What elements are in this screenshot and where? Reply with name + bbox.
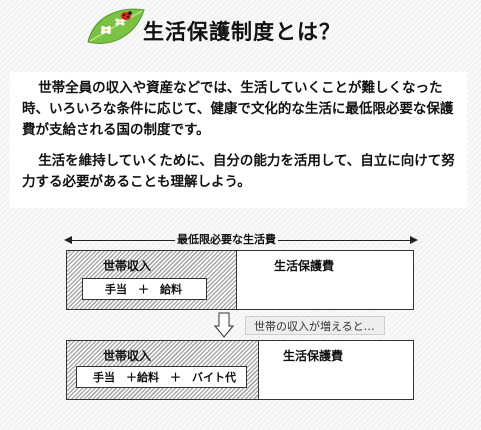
welfare-label-after: 生活保護費 (283, 349, 344, 363)
span-arrow-left-head (64, 236, 72, 244)
explanation-paragraph-1: 世帯全員の収入や資産などでは、生活していくことが難しくなった時、いろいろな条件に… (22, 80, 454, 138)
welfare-label-before: 生活保護費 (274, 259, 335, 273)
household-income-bar-before: 世帯収入 手当 ＋ 給料 (66, 250, 237, 310)
span-arrow-right-head (410, 236, 418, 244)
income-items-before: 手当 ＋ 給料 (105, 283, 182, 296)
explanation-paragraph-2: 生活を維持していくために、自分の能力を活用して、自立に向けて努力する必要があるこ… (22, 153, 455, 190)
income-items-box-before: 手当 ＋ 給料 (82, 278, 207, 300)
page-title: 生活保護制度とは？ (143, 20, 341, 44)
explanation-panel: 世帯全員の収入や資産などでは、生活していくことが難しくなった時、いろいろな条件に… (10, 72, 467, 208)
income-items-box-after: 手当 ＋給料 ＋ バイト代 (76, 366, 247, 388)
household-income-label-after: 世帯収入 (103, 349, 152, 363)
welfare-bar-before: 生活保護費 (236, 250, 414, 310)
welfare-bar-after: 生活保護費 (258, 340, 414, 400)
leaf-ladybug-icon (87, 8, 145, 44)
down-arrow-icon (214, 312, 234, 338)
household-income-bar-after: 世帯収入 手当 ＋給料 ＋ バイト代 (66, 340, 259, 400)
income-increase-note: 世帯の収入が増えると… (245, 316, 385, 335)
minimum-living-cost-label: 最低限必要な生活費 (175, 231, 278, 247)
household-income-label-before: 世帯収入 (103, 259, 152, 273)
income-items-after: 手当 ＋給料 ＋ バイト代 (93, 371, 236, 384)
